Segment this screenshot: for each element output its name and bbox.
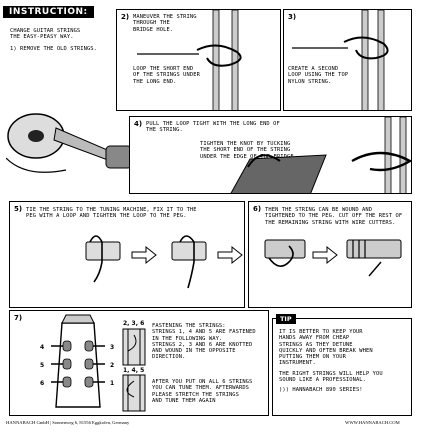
intro-subtitle: CHANGE GUITAR STRINGS THE EASY-PEASY WAY…: [10, 28, 81, 41]
step6-text: THEN THE STRING CAN BE WOUND AND TIGHTEN…: [265, 207, 403, 226]
step3-text: CREATE A SECOND LOOP USING THE TOP NYLON…: [288, 66, 349, 85]
footer-address: HANNABACH GmbH | Sonnenweg 6, 81556 Eggk…: [6, 420, 130, 425]
peg-label-left-1: 4: [40, 344, 44, 351]
step6-panel: 6) THEN THE STRING CAN BE WOUND AND TIGH…: [248, 201, 412, 308]
step4-panel: 4) PULL THE LOOP TIGHT WITH THE LONG END…: [129, 116, 412, 194]
peg-label-right-3: 1: [110, 380, 114, 387]
step2-text-a: MANEUVER THE STRING THROUGH THE BRIDGE H…: [133, 14, 197, 33]
tip-text-b: THE RIGHT STRINGS WILL HELP YOU SOUND LI…: [279, 371, 383, 384]
step1-text: 1) REMOVE THE OLD STRINGS.: [10, 46, 97, 52]
step2-panel: 2) MANEUVER THE STRING THROUGH THE BRIDG…: [116, 9, 281, 111]
peg-label-right-1: 3: [110, 344, 114, 351]
step5-number: 5): [14, 205, 23, 213]
step4-text-b: TIGHTEN THE KNOT BY TUCKING THE SHORT EN…: [200, 141, 298, 160]
step6-number: 6): [253, 205, 262, 213]
step5-peg-illustration: [85, 235, 243, 289]
footer-website: WWW.HANNABACH.COM: [345, 420, 400, 425]
step7-panel: 7) 4 5 6 3 2: [9, 310, 269, 416]
step7-headstock-diagram: 4 5 6 3 2 1 2, 3, 6 1, 4, 5: [40, 314, 146, 412]
tip-label: TIP: [276, 314, 296, 324]
peg-label-left-3: 6: [40, 380, 44, 387]
peg-label-right-2: 2: [110, 362, 114, 369]
tip-panel: IT IS BETTER TO KEEP YOUR HANDS AWAY FRO…: [272, 318, 412, 416]
step7-text-b: AFTER YOU PUT ON ALL 6 STRINGS YOU CAN T…: [152, 379, 253, 404]
guitar-illustration: [6, 113, 133, 173]
step7-text-a: FASTENING THE STRINGS: STRINGS 1, 4 AND …: [152, 323, 256, 361]
instruction-title: INSTRUCTION:: [3, 6, 94, 18]
string-group-a: 2, 3, 6: [123, 320, 144, 327]
step7-number: 7): [14, 314, 23, 322]
step2-text-b: LOOP THE SHORT END OF THE STRINGS UNDER …: [133, 66, 200, 85]
step3-knot-illustration: [292, 10, 389, 110]
step5-text: TIE THE STRING TO THE TUNING MACHINE, FI…: [26, 207, 197, 220]
tip-text-a: IT IS BETTER TO KEEP YOUR HANDS AWAY FRO…: [279, 329, 373, 367]
string-group-b: 1, 4, 5: [123, 367, 144, 374]
step4-number: 4): [134, 120, 143, 128]
step4-text-a: PULL THE LOOP TIGHT WITH THE LONG END OF…: [146, 121, 280, 134]
step5-panel: 5) TIE THE STRING TO THE TUNING MACHINE,…: [9, 201, 245, 308]
step6-wind-illustration: [264, 239, 402, 277]
step2-knot-illustration: [137, 10, 242, 110]
tip-text-c: ))) HANNABACH 890 SERIES!: [279, 387, 363, 393]
step3-panel: 3) CREATE A SECOND LOOP USING THE TOP NY…: [283, 9, 412, 111]
step4-bridge-illustration: [230, 117, 411, 193]
step2-number: 2): [121, 13, 130, 21]
peg-label-left-2: 5: [40, 362, 44, 369]
step3-number: 3): [288, 13, 297, 21]
